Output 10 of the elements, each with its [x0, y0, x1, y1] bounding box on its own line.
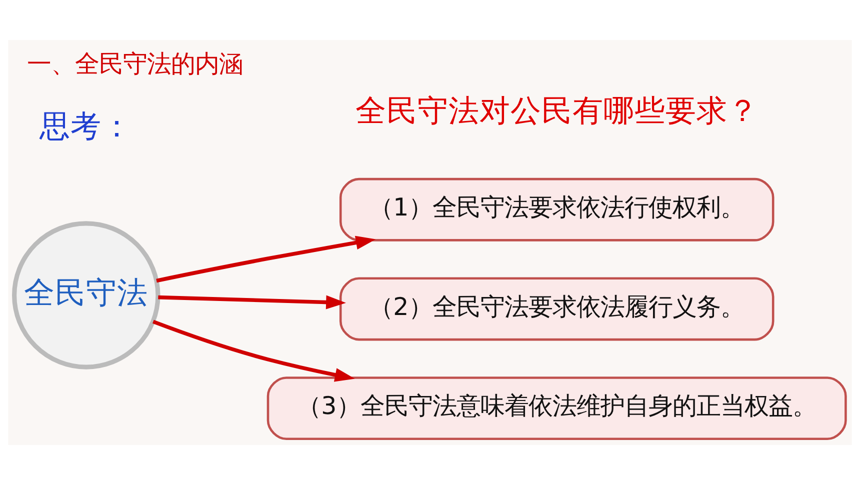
arrow — [152, 319, 355, 382]
node-circle: 全民守法 — [12, 220, 160, 369]
arrow — [156, 235, 376, 282]
node-box: （3）全民守法意味着依法维护自身的正当权益。 — [266, 376, 847, 440]
label: 思考： — [40, 108, 133, 144]
label: 全民守法对公民有哪些要求？ — [355, 94, 758, 128]
arrow — [158, 294, 346, 309]
node-box: （1）全民守法要求依法行使权利。 — [339, 177, 774, 241]
diagram-title: 一、全民守法的内涵 — [27, 48, 244, 78]
node-box: （2）全民守法要求依法履行义务。 — [339, 276, 774, 340]
